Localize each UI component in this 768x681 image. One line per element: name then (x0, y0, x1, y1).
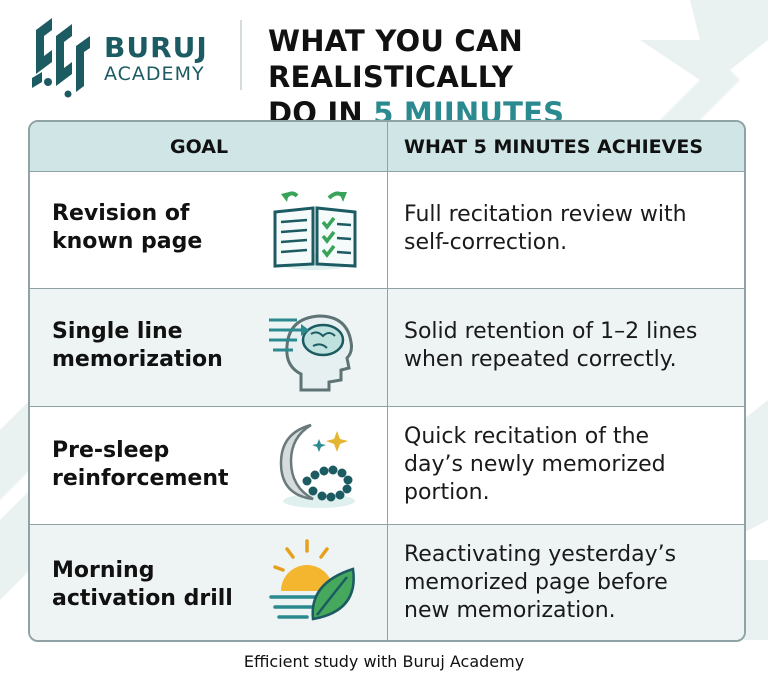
goal-line: memorization (52, 347, 223, 372)
achievement-cell: Full recitation review with self-correct… (388, 172, 744, 288)
brand-subtitle: ACADEMY (104, 63, 205, 85)
goal-line: activation drill (52, 586, 233, 611)
achievement-line: when repeated correctly. (404, 347, 677, 372)
achievement-line: Quick recitation of the (404, 424, 650, 449)
header-divider (240, 20, 242, 90)
header-cell-achieves: WHAT 5 MINUTES ACHIEVES (388, 122, 744, 171)
goal-line: Pre-sleep (52, 438, 170, 463)
achievement-cell: Quick recitation of the day’s newly memo… (388, 407, 744, 524)
brand-wordmark: BURUJ ACADEMY (104, 34, 208, 84)
goal-line: Revision of (52, 201, 190, 226)
goal-label: Pre-sleep reinforcement (52, 437, 229, 493)
goal-line: Single line (52, 319, 183, 344)
achievement-line: self-correction. (404, 230, 568, 255)
achievement-line: new memorization. (404, 598, 616, 623)
title-line-1: WHAT YOU CAN REALISTICALLY (268, 24, 523, 94)
table-row: Pre-sleep reinforcement Quick recitation… (30, 407, 744, 525)
table-row: Morning activation drill (30, 525, 744, 640)
goal-cell: Pre-sleep reinforcement (30, 407, 388, 524)
goal-cell: Single line memorization (30, 289, 388, 406)
goal-cell: Revision of known page (30, 172, 388, 288)
goal-line: Morning (52, 558, 155, 583)
open-book-checklist-icon (273, 191, 357, 270)
goal-line: reinforcement (52, 466, 229, 491)
achievement-line: Full recitation review with (404, 202, 687, 227)
footer-caption: Efficient study with Buruj Academy (243, 652, 525, 671)
goal-line: known page (52, 229, 203, 254)
goal-cell: Morning activation drill (30, 525, 388, 640)
header-achieves-label: WHAT 5 MINUTES ACHIEVES (404, 136, 704, 158)
achievement-text: Solid retention of 1–2 lines when repeat… (404, 318, 734, 374)
page-title: WHAT YOU CAN REALISTICALLY DO IN 5 MIINU… (268, 23, 768, 131)
table-row: Revision of known page (30, 172, 744, 289)
brand-name: BURUJ (104, 31, 208, 64)
table-header-row: GOAL WHAT 5 MINUTES ACHIEVES (30, 122, 744, 172)
goal-label: Revision of known page (52, 200, 202, 256)
achievement-cell: Solid retention of 1–2 lines when repeat… (388, 289, 744, 406)
achievement-text: Reactivating yesterday’s memorized page … (404, 541, 734, 625)
achievement-text: Quick recitation of the day’s newly memo… (404, 423, 734, 507)
achievement-line: Reactivating yesterday’s (404, 542, 677, 567)
goal-label: Morning activation drill (52, 557, 233, 613)
head-brain-icon (269, 314, 353, 392)
goals-table: GOAL WHAT 5 MINUTES ACHIEVES Revision of… (28, 120, 746, 642)
achievement-line: portion. (404, 480, 490, 505)
header-cell-goal: GOAL (30, 122, 388, 171)
sunrise-leaf-icon (269, 539, 355, 621)
buruj-logo-icon (32, 18, 90, 98)
achievement-line: Solid retention of 1–2 lines (404, 319, 698, 344)
header-goal-label: GOAL (170, 136, 229, 158)
achievement-text: Full recitation review with self-correct… (404, 201, 734, 257)
goal-label: Single line memorization (52, 318, 223, 374)
moon-prayer-beads-icon (279, 423, 355, 508)
achievement-cell: Reactivating yesterday’s memorized page … (388, 525, 744, 640)
achievement-line: day’s newly memorized (404, 452, 666, 477)
header: BURUJ ACADEMY WHAT YOU CAN REALISTICALLY… (0, 0, 768, 130)
table-row: Single line memorization Solid retention… (30, 289, 744, 407)
achievement-line: memorized page before (404, 570, 668, 595)
